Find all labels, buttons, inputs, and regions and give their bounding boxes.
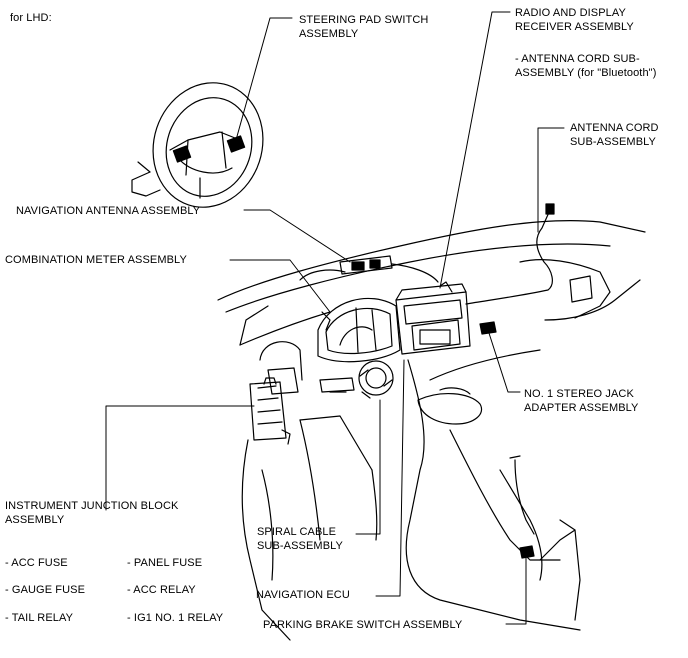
- radio-display-drawing: [395, 281, 471, 355]
- stereo-jack-label-1: NO. 1 STEREO JACK: [524, 388, 634, 400]
- variant-label: for LHD:: [10, 12, 52, 24]
- antenna-cord-label-1: ANTENNA CORD: [570, 122, 659, 134]
- combination-meter-label: COMBINATION METER ASSEMBLY: [5, 254, 187, 266]
- combination-meter-drawing: [317, 297, 401, 363]
- junction-part-ig1-relay: - IG1 NO. 1 RELAY: [127, 612, 224, 624]
- junction-part-tail-relay: - TAIL RELAY: [5, 612, 74, 624]
- navigation-ecu-label: NAVIGATION ECU: [256, 589, 350, 601]
- navigation-antenna-label: NAVIGATION ANTENNA ASSEMBLY: [16, 205, 201, 217]
- parking-brake-label: PARKING BRAKE SWITCH ASSEMBLY: [263, 619, 463, 631]
- antenna-cord-bt-label-2: ASSEMBLY (for "Bluetooth"): [515, 67, 657, 79]
- steering-wheel-drawing: [131, 82, 264, 208]
- instrument-junction-label-1: INSTRUMENT JUNCTION BLOCK: [5, 500, 179, 512]
- stereo-jack-drawing: [479, 321, 497, 335]
- instrument-junction-label-2: ASSEMBLY: [5, 514, 65, 526]
- radio-display-label-2: RECEIVER ASSEMBLY: [515, 21, 634, 33]
- junction-part-acc-fuse: - ACC FUSE: [5, 557, 68, 569]
- radio-display-label-1: RADIO AND DISPLAY: [515, 7, 626, 19]
- spiral-cable-drawing: [358, 360, 394, 399]
- antenna-cord-bt-label-1: - ANTENNA CORD SUB-: [515, 53, 640, 65]
- antenna-cord-label-2: SUB-ASSEMBLY: [570, 136, 656, 148]
- spiral-cable-label-1: SPIRAL CABLE: [257, 526, 337, 538]
- steering-pad-switch-label-2: ASSEMBLY: [299, 28, 359, 40]
- spiral-cable-label-2: SUB-ASSEMBLY: [257, 540, 343, 552]
- leader-lines: [105, 11, 565, 625]
- parking-brake-drawing: [519, 545, 535, 559]
- junction-part-panel-fuse: - PANEL FUSE: [127, 557, 203, 569]
- junction-part-gauge-fuse: - GAUGE FUSE: [5, 584, 86, 596]
- junction-part-acc-relay: - ACC RELAY: [127, 584, 196, 596]
- navigation-antenna-drawing: [339, 255, 439, 283]
- stereo-jack-label-2: ADAPTER ASSEMBLY: [524, 402, 639, 414]
- junction-block-drawing: [249, 377, 291, 445]
- antenna-cord-drawing: [465, 203, 555, 305]
- steering-pad-switch-label-1: STEERING PAD SWITCH: [299, 14, 429, 26]
